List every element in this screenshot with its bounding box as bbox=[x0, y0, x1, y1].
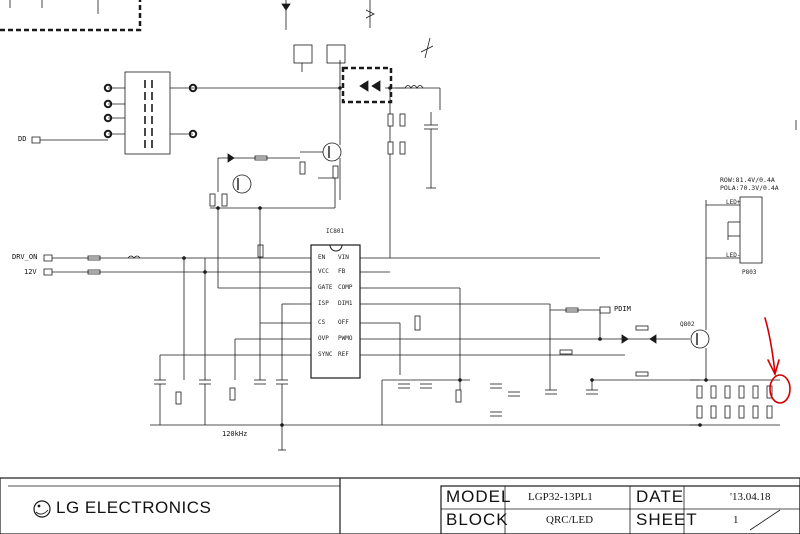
lg-logo-icon bbox=[33, 500, 51, 518]
block-value: QRC/LED bbox=[546, 514, 594, 526]
connector-pin-bottom: LED- bbox=[726, 252, 741, 259]
ic-pin-right-1: VIN bbox=[338, 254, 349, 261]
ic-pin-left-6: OVP bbox=[318, 335, 329, 342]
signal-drv-on-label: DRV_ON bbox=[12, 253, 38, 261]
ic-pin-right-5: OFF bbox=[338, 319, 349, 326]
model-value: LGP32-13PL1 bbox=[528, 491, 593, 503]
transformer-box bbox=[124, 71, 171, 155]
ic-pin-left-3: GATE bbox=[318, 284, 333, 291]
sheet-label: SHEET bbox=[636, 510, 698, 529]
signal-12v-label: 12V bbox=[24, 268, 37, 276]
ic-pin-left-1: EN bbox=[318, 254, 326, 261]
led-pola-note: POLA:70.3V/0.4A bbox=[720, 184, 779, 192]
ic-pin-left-5: CS bbox=[318, 319, 326, 326]
signal-dd-label: DD bbox=[18, 135, 27, 143]
connector-pin-top: LED+ bbox=[726, 199, 741, 206]
ic-pin-right-2: FB bbox=[338, 268, 346, 275]
connector-ref-label: P803 bbox=[742, 269, 757, 276]
ic-pin-right-6: PWMO bbox=[338, 335, 353, 342]
red-annotation-icon bbox=[764, 317, 791, 404]
frequency-label: 120kHz bbox=[222, 430, 248, 438]
ic-pin-left-4: ISP bbox=[318, 300, 329, 307]
date-label: DATE bbox=[636, 487, 685, 506]
sheet-value: 1 bbox=[733, 514, 739, 526]
ic-ref-label: IC801 bbox=[326, 228, 345, 235]
ic-pin-right-3: COMP bbox=[338, 284, 353, 291]
ic-pin-right-4: DIM1 bbox=[338, 300, 353, 307]
ic-pin-left-7: SYNC bbox=[318, 351, 333, 358]
ic-pin-right-7: REF bbox=[338, 351, 349, 358]
date-value: '13.04.18 bbox=[730, 491, 771, 503]
q802-mosfet bbox=[690, 329, 710, 349]
connector-p803 bbox=[739, 196, 763, 264]
dashed-block-topleft bbox=[0, 0, 142, 32]
lg-electronics-logo: LG ELECTRONICS bbox=[56, 498, 212, 517]
block-label: BLOCK bbox=[446, 510, 509, 529]
model-label: MODEL bbox=[446, 487, 512, 506]
title-block-frame bbox=[0, 477, 800, 534]
ic-pin-left-2: VCC bbox=[318, 268, 329, 275]
led-row-note: ROW:81.4V/0.4A bbox=[720, 176, 775, 184]
ic801-body bbox=[310, 244, 361, 379]
transistor-q802-label: Q802 bbox=[680, 321, 695, 328]
signal-pdim-label: PDIM bbox=[614, 305, 631, 313]
diode-bridge-box bbox=[341, 66, 393, 104]
